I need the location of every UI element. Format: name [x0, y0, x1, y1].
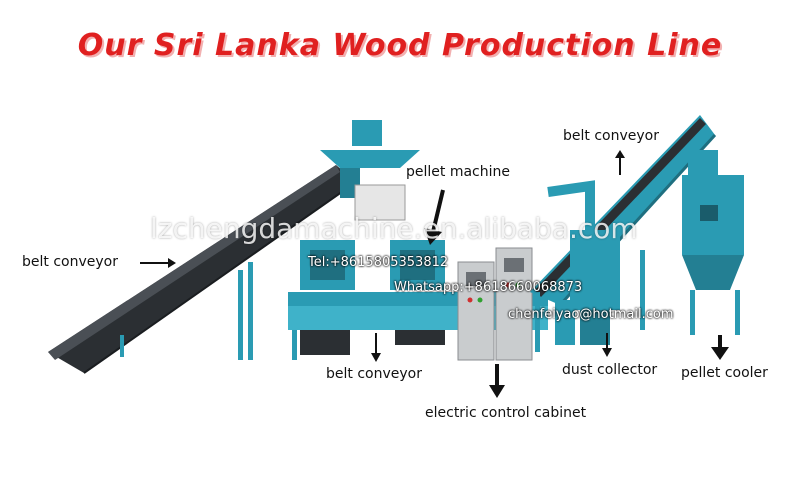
pellet-cooler — [640, 150, 744, 335]
email-watermark: chenfeiyao@hotmail.com — [508, 307, 674, 322]
left-belt-conveyor — [48, 165, 357, 374]
label-pellet-machine: pellet machine — [406, 164, 510, 180]
label-dust-collector: dust collector — [562, 362, 658, 378]
site-watermark: lzchengdamachine.en.alibaba.com — [150, 212, 638, 245]
label-belt-conveyor-bottom: belt conveyor — [326, 366, 422, 382]
label-belt-conveyor-top: belt conveyor — [563, 128, 659, 144]
arrows — [140, 150, 729, 398]
label-pellet-cooler: pellet cooler — [681, 365, 768, 381]
control-cabinets — [457, 247, 533, 361]
dust-collector — [547, 180, 620, 345]
label-electric-control-cabinet: electric control cabinet — [425, 405, 587, 421]
page-title: Our Sri Lanka Wood Production Line — [77, 28, 723, 63]
whatsapp-watermark: Whatsapp:+8618660068873 — [394, 280, 583, 295]
label-belt-conveyor-left: belt conveyor — [22, 254, 118, 270]
phone-watermark: Tel:+8615805353812 — [308, 255, 449, 270]
